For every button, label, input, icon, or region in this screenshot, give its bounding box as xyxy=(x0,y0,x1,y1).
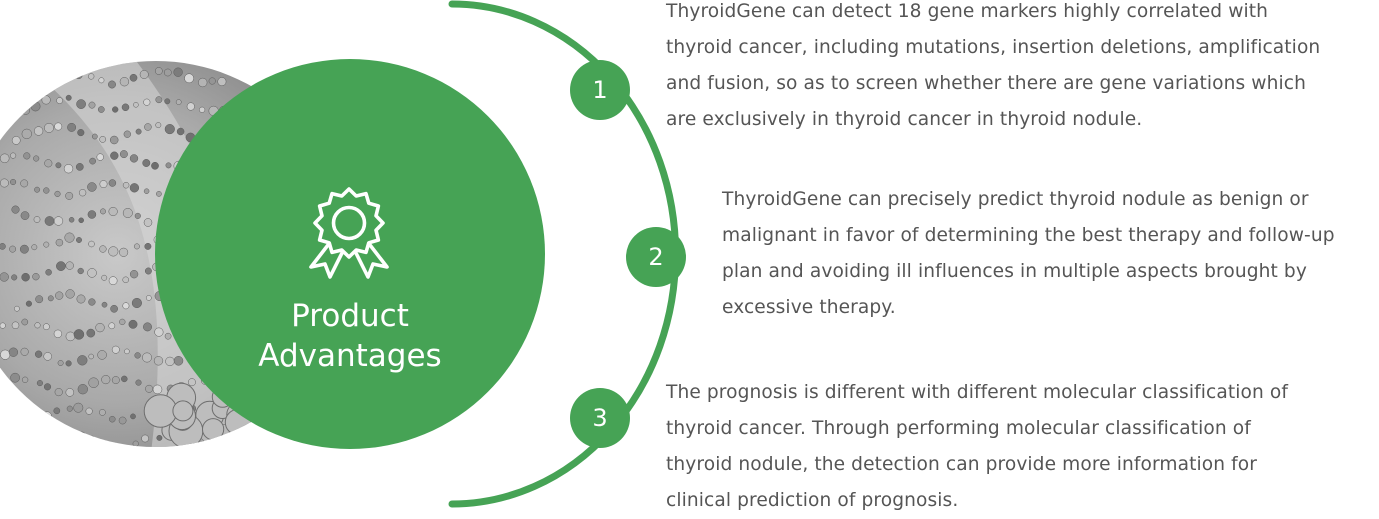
advantage-3-text: The prognosis is different with differen… xyxy=(666,375,1288,519)
advantage-2-line: malignant in favor of determining the be… xyxy=(722,225,1335,246)
advantage-2-line: excessive therapy. xyxy=(722,297,896,318)
step-number-2: 2 xyxy=(648,243,664,271)
advantage-1-line: are exclusively in thyroid cancer in thy… xyxy=(666,109,1143,130)
step-number-3: 3 xyxy=(592,404,608,432)
step-badge-1 xyxy=(570,60,630,120)
advantage-3-line: thyroid nodule, the detection can provid… xyxy=(666,454,1258,475)
step-badge-3 xyxy=(570,388,630,448)
advantage-2-line: plan and avoiding ill influences in mult… xyxy=(722,261,1307,282)
advantage-1-text: ThyroidGene can detect 18 gene markers h… xyxy=(666,0,1320,138)
center-title: Product Advantages xyxy=(180,296,520,376)
step-badge-2 xyxy=(626,227,686,287)
advantage-3-line: thyroid cancer. Through performing molec… xyxy=(666,418,1251,439)
step-number-1: 1 xyxy=(592,76,608,104)
advantage-2-line: ThyroidGene can precisely predict thyroi… xyxy=(722,189,1309,210)
advantage-1-line: ThyroidGene can detect 18 gene markers h… xyxy=(666,1,1269,22)
advantage-1-line: and fusion, so as to screen whether ther… xyxy=(666,73,1306,94)
advantage-3-line: The prognosis is different with differen… xyxy=(666,382,1288,403)
award-ribbon-icon xyxy=(309,187,389,279)
center-title-line2: Advantages xyxy=(258,338,442,374)
advantage-2-text: ThyroidGene can precisely predict thyroi… xyxy=(722,182,1335,326)
advantage-1-line: thyroid cancer, including mutations, ins… xyxy=(666,37,1321,58)
center-title-line1: Product xyxy=(291,298,409,334)
advantage-3-line: clinical prediction of prognosis. xyxy=(666,490,959,511)
